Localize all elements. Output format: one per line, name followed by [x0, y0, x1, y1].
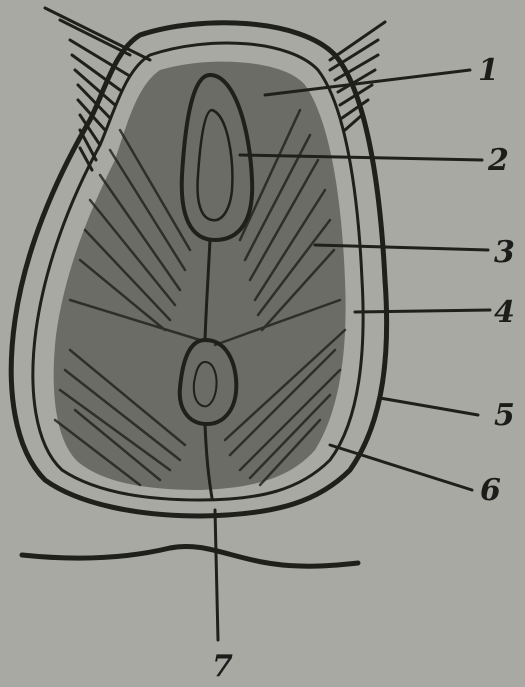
- callout-6: 6: [480, 473, 501, 508]
- callout-2: 2: [487, 143, 509, 178]
- callout-4: 4: [494, 295, 515, 330]
- callout-5: 5: [494, 398, 515, 433]
- callout-1: 1: [478, 53, 499, 88]
- leader-line-4: [355, 310, 490, 312]
- callout-3: 3: [494, 235, 515, 270]
- baseline-curve: [22, 546, 358, 566]
- leader-line-7: [215, 510, 218, 640]
- leader-line-5: [380, 398, 478, 415]
- callout-7: 7: [212, 649, 233, 684]
